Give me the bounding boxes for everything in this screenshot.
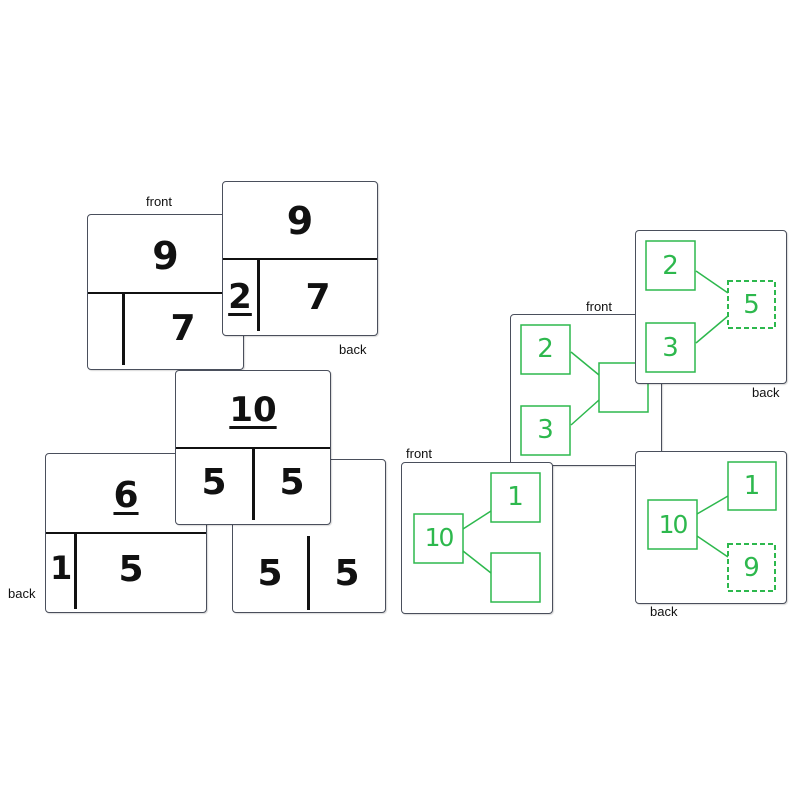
bond-part-bottom: 3 bbox=[662, 333, 679, 363]
part-number-right: 5 bbox=[279, 462, 305, 503]
divider-vertical bbox=[252, 448, 255, 520]
part-number-right: 7 bbox=[305, 277, 331, 318]
divider-vertical bbox=[257, 259, 260, 331]
part-number-left: 5 bbox=[257, 553, 283, 594]
bond-whole: 5 bbox=[743, 290, 760, 320]
card-front-9: 9 7 bbox=[87, 214, 244, 370]
divider-vertical bbox=[74, 533, 77, 609]
bond-part-bottom: 9 bbox=[743, 553, 760, 583]
card-back-9: 9 2 7 bbox=[222, 181, 378, 336]
card-10: 10 5 5 bbox=[175, 370, 331, 525]
whole-number: 9 bbox=[152, 234, 179, 278]
bond-part-top: 1 bbox=[507, 482, 524, 512]
whole-number: 10 bbox=[229, 390, 277, 430]
back-label: back bbox=[650, 604, 678, 619]
bond-part-top: 2 bbox=[662, 251, 679, 281]
bond-part-top: 2 bbox=[537, 334, 554, 364]
bond-connector-lines bbox=[413, 472, 541, 603]
back-label: back bbox=[8, 586, 36, 601]
bond-card-back-top: 2 3 5 bbox=[635, 230, 787, 384]
part-number-left: 1 bbox=[50, 549, 73, 587]
divider-horizontal bbox=[223, 258, 377, 260]
whole-number: 9 bbox=[286, 199, 314, 243]
divider-vertical bbox=[122, 293, 125, 365]
part-number-left: 5 bbox=[201, 462, 227, 503]
part-number-left: 2 bbox=[228, 277, 252, 317]
whole-number: 6 bbox=[113, 475, 139, 516]
divider-vertical bbox=[307, 536, 310, 610]
front-label: front bbox=[146, 194, 173, 209]
part-number-right: 5 bbox=[118, 549, 144, 590]
bond-part-bottom: 3 bbox=[537, 415, 554, 445]
divider-horizontal bbox=[88, 292, 243, 294]
bond-whole: 10 bbox=[658, 510, 689, 539]
bond-whole: 10 bbox=[424, 523, 455, 552]
bond-card-front-bottom: 10 1 bbox=[401, 462, 553, 614]
part-number-right: 5 bbox=[334, 553, 360, 594]
front-label: front bbox=[406, 446, 433, 461]
bond-connector-lines bbox=[647, 461, 777, 592]
part-number-right: 7 bbox=[170, 308, 196, 349]
divider-horizontal bbox=[46, 532, 206, 534]
front-label: front bbox=[586, 299, 613, 314]
back-label: back bbox=[339, 342, 367, 357]
bond-part-top: 1 bbox=[743, 471, 761, 501]
bond-card-back-bottom: 10 1 9 bbox=[635, 451, 787, 604]
back-label: back bbox=[752, 385, 780, 400]
bond-connector-lines bbox=[520, 324, 649, 456]
bond-connector-lines bbox=[645, 240, 776, 373]
